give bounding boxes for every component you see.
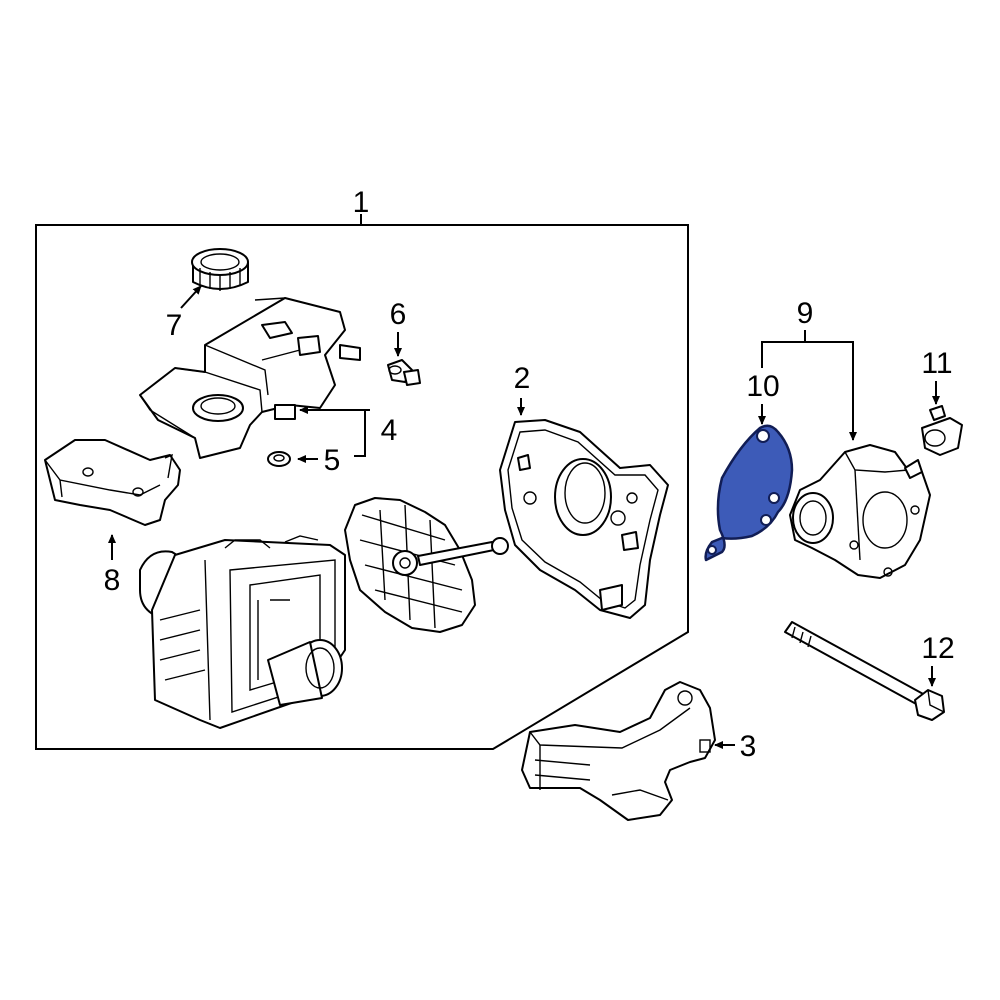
callout-6: 6 bbox=[390, 298, 407, 331]
callout-4: 4 bbox=[381, 414, 398, 447]
callout-12: 12 bbox=[921, 632, 954, 665]
bracket-3 bbox=[521, 681, 716, 821]
callout-1: 1 bbox=[353, 186, 370, 219]
bracket-8 bbox=[44, 439, 181, 526]
brake-module bbox=[139, 535, 346, 729]
grommet-5 bbox=[267, 451, 291, 467]
pushrod-plate bbox=[344, 497, 509, 633]
callout-7: 7 bbox=[166, 309, 183, 342]
fluid-reservoir bbox=[139, 297, 361, 459]
gasket-10-highlighted bbox=[704, 424, 794, 562]
callout-8: 8 bbox=[104, 564, 121, 597]
vacuum-pump-9 bbox=[789, 444, 931, 579]
callout-9: 9 bbox=[797, 297, 814, 330]
assembly-box bbox=[35, 224, 689, 750]
bolt-12 bbox=[784, 621, 945, 721]
callout-11: 11 bbox=[921, 347, 952, 380]
callout-3: 3 bbox=[740, 730, 757, 763]
fitting-11 bbox=[921, 405, 963, 456]
gasket-plate-2 bbox=[499, 419, 669, 619]
callout-5: 5 bbox=[324, 444, 341, 477]
callout-10: 10 bbox=[746, 370, 779, 403]
reservoir-cap bbox=[191, 248, 249, 291]
sensor-6 bbox=[387, 359, 421, 386]
callout-2: 2 bbox=[514, 362, 531, 395]
leaders bbox=[108, 285, 940, 749]
